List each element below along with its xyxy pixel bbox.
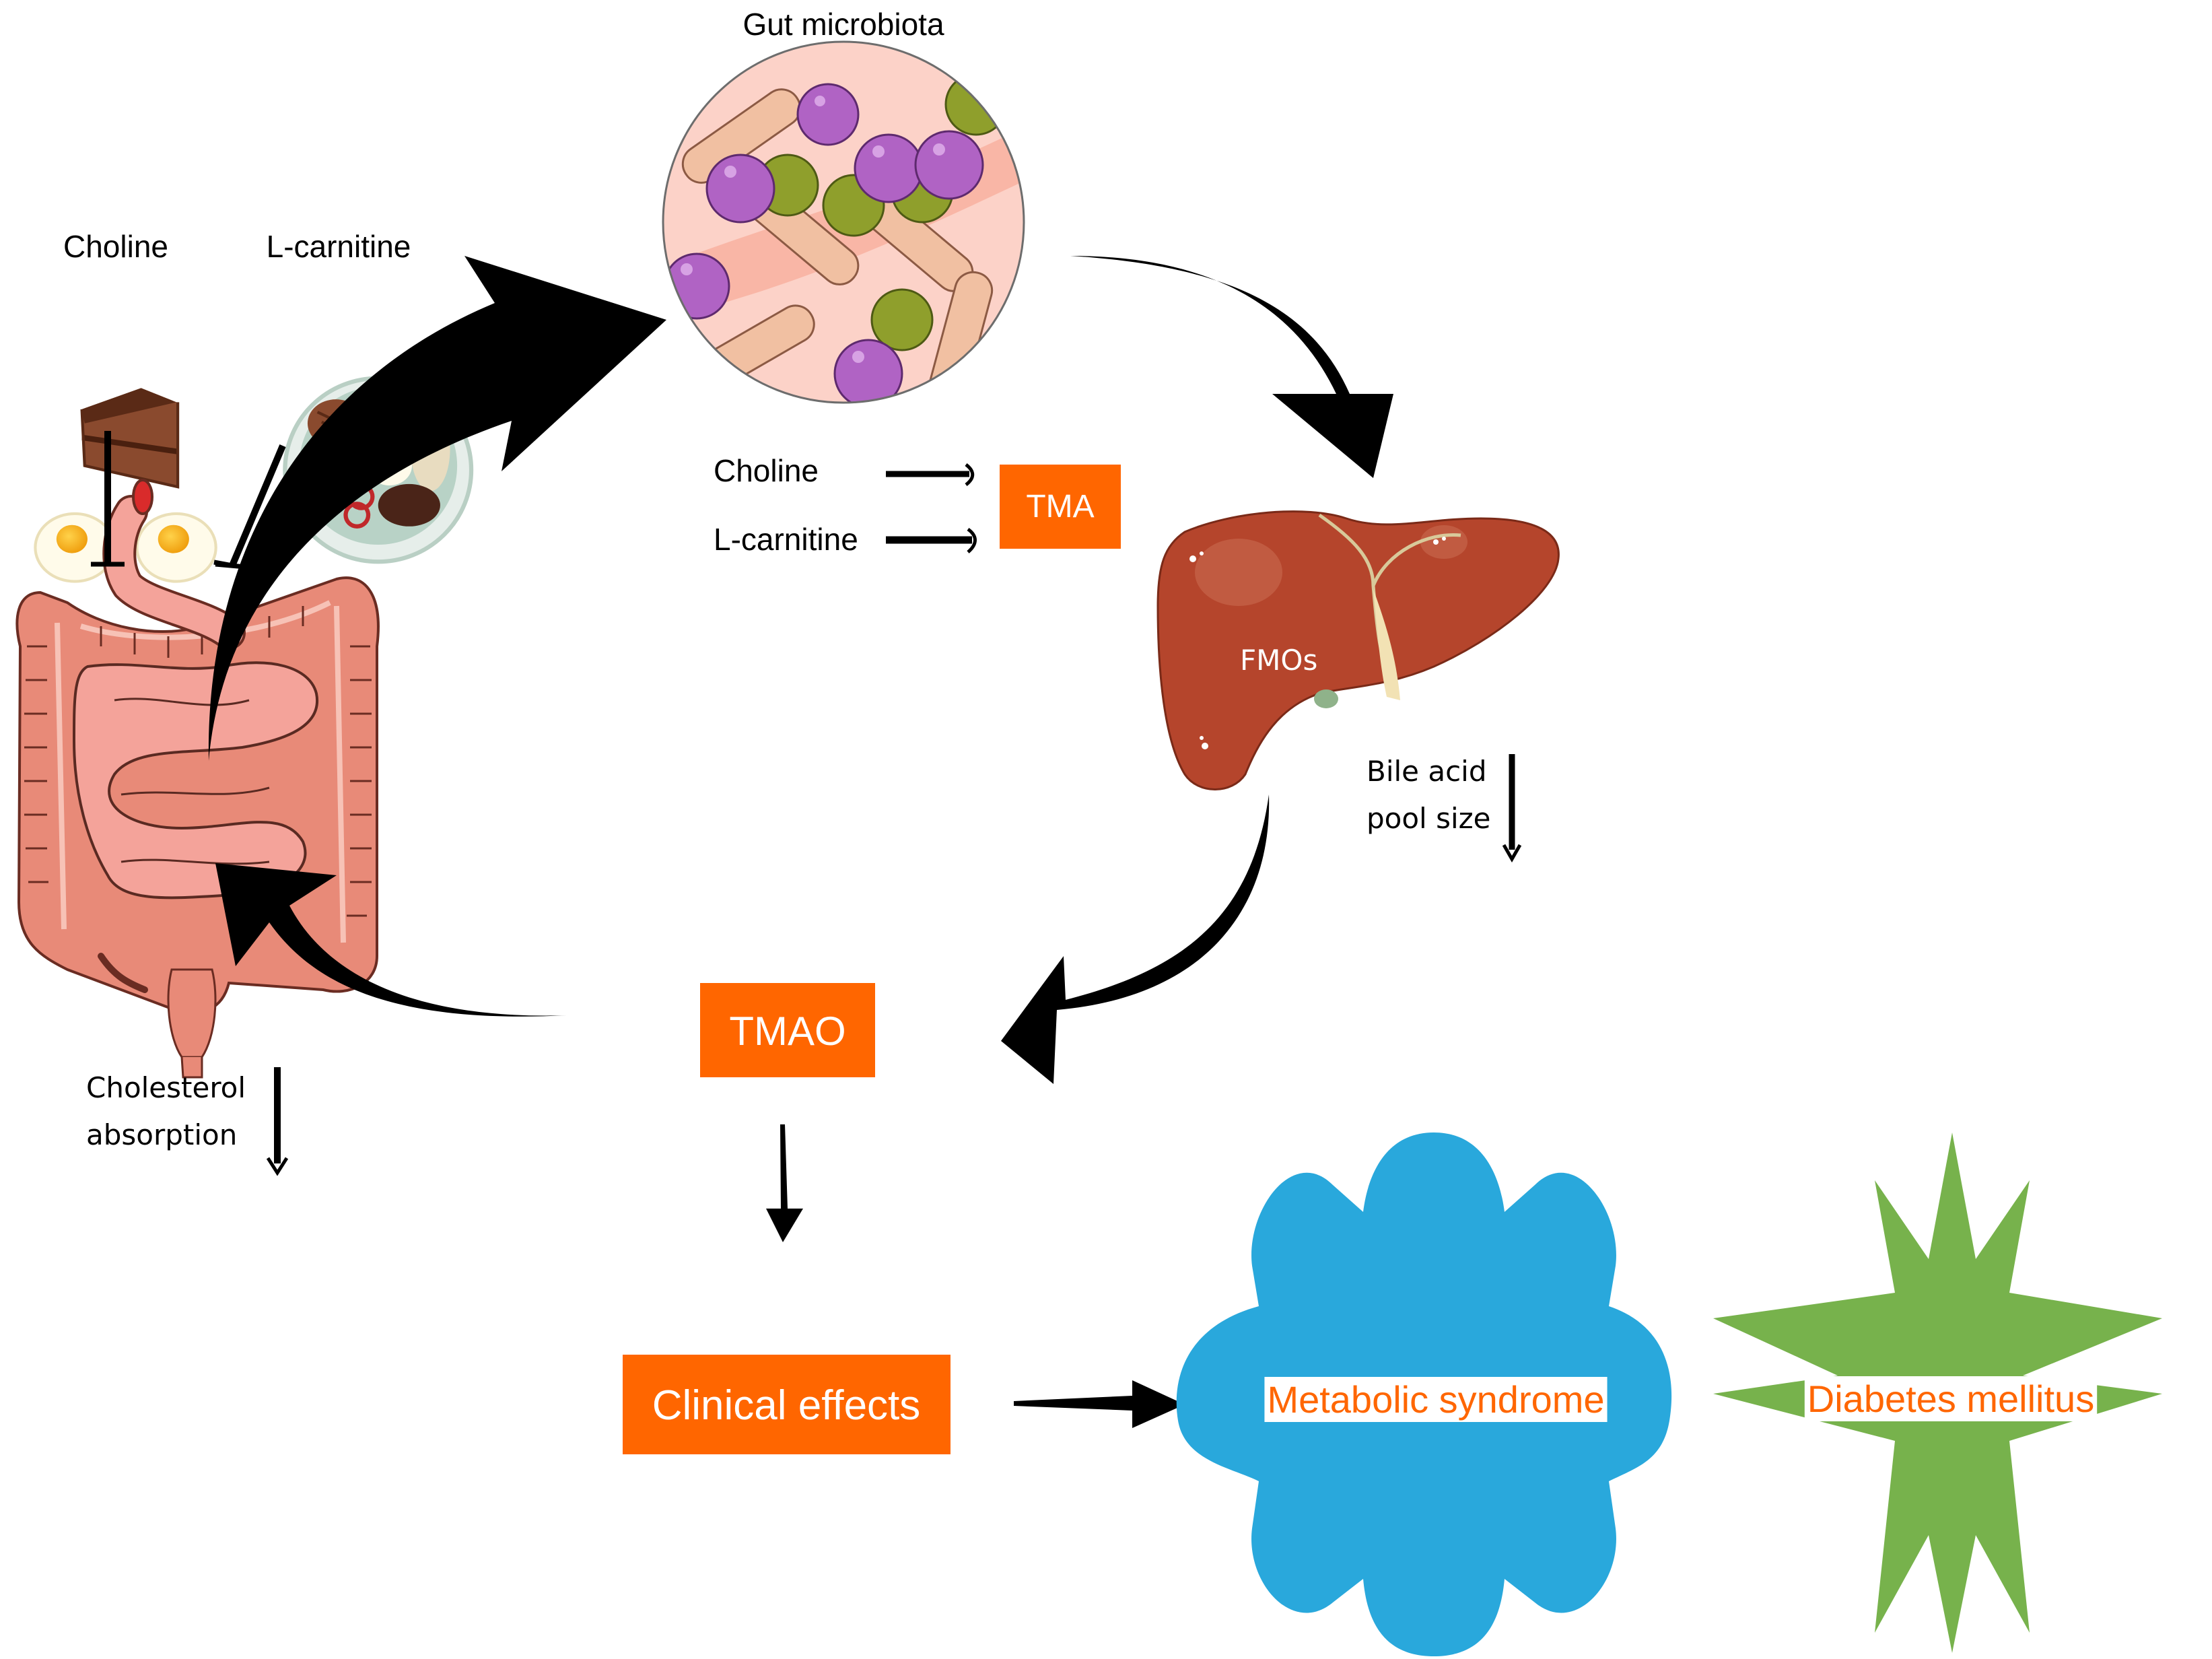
tmao-to-clinical-arrow <box>766 1124 803 1242</box>
diabetes-mellitus-label: Diabetes mellitus <box>1807 1378 2094 1420</box>
conversion-input-choline: Choline <box>714 453 819 488</box>
intestine-to-microbiota-arrow <box>208 256 666 761</box>
clinical-effects-box <box>623 1355 951 1454</box>
clinical-effects-label: Clinical effects <box>652 1382 921 1429</box>
fried-egg-icon <box>135 512 217 583</box>
choline-to-tma-arrow <box>886 463 975 486</box>
cholesterol-label-line1: Cholesterol <box>86 1071 246 1104</box>
diabetes-label-bg <box>1804 1376 2098 1421</box>
metabolic-label-bg <box>1264 1377 1608 1422</box>
choline-to-intestine-arrow <box>91 431 125 567</box>
microbiota-frame <box>662 40 1025 404</box>
liver-illustration <box>1156 510 1560 790</box>
cholesterol-label-line2: absorption <box>86 1118 237 1151</box>
cholesterol-decrease-arrow <box>266 1067 289 1176</box>
cake-icon <box>80 388 180 489</box>
tmao-box <box>700 983 875 1077</box>
tmao-label: TMAO <box>729 1009 845 1054</box>
tma-label: TMA <box>1026 489 1094 524</box>
liver-to-tmao-arrow <box>1001 794 1270 1084</box>
tmao-to-intestine-arrow <box>215 863 567 1017</box>
clinical-to-outcome-arrow <box>1014 1380 1185 1428</box>
metabolic-syndrome-label: Metabolic syndrome <box>1267 1378 1604 1421</box>
choline-diet-label: Choline <box>63 229 168 264</box>
bile-acid-decrease-arrow <box>1502 754 1522 863</box>
bile-acid-label-line1: Bile acid <box>1367 755 1487 788</box>
microbiota-to-liver-arrow <box>1070 256 1393 478</box>
conversion-input-carnitine: L-carnitine <box>714 522 858 557</box>
carnitine-diet-label: L-carnitine <box>267 229 411 264</box>
fmo-label: FMOs <box>1240 644 1317 677</box>
microbiota-label: Gut microbiota <box>742 7 944 42</box>
carnitine-to-tma-arrow <box>886 527 977 553</box>
tma-box <box>1000 465 1121 549</box>
fried-egg-icon <box>34 512 116 583</box>
bile-acid-label-line2: pool size <box>1367 802 1491 835</box>
